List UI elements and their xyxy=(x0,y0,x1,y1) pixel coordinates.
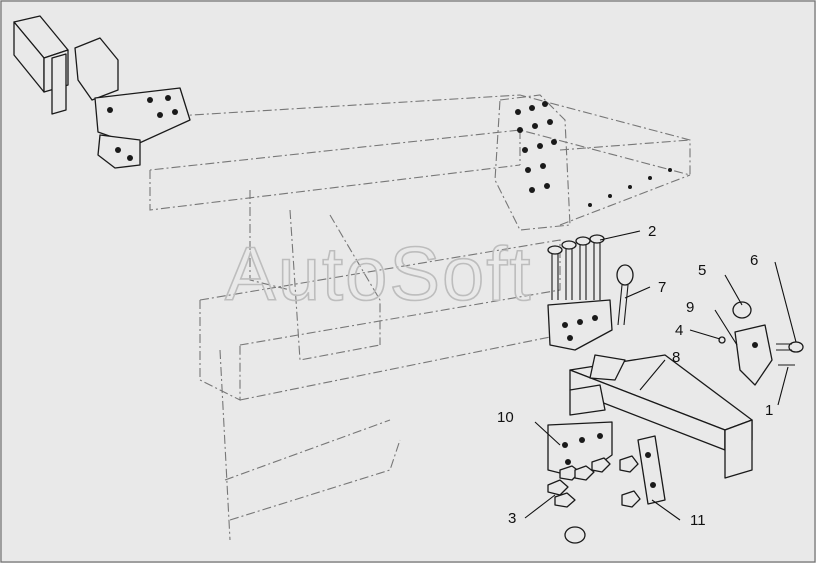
lower-washer xyxy=(564,526,586,544)
upper-mounting-plate xyxy=(547,299,613,351)
clamp-nuts xyxy=(619,455,641,508)
tow-hook-bracket-item-9 xyxy=(734,324,773,386)
watermark: AutoSoft xyxy=(225,232,533,317)
callout-4: 4 xyxy=(675,322,683,339)
callout-11: 11 xyxy=(690,512,706,529)
pin-item-6 xyxy=(776,341,804,353)
lock-pin-item-7 xyxy=(616,264,634,326)
nuts-item-3 xyxy=(547,457,611,508)
upper-left-assembly-view xyxy=(13,15,191,169)
vehicle-chassis-outline xyxy=(109,94,691,541)
callout-2: 2 xyxy=(648,223,656,240)
callout-7: 7 xyxy=(658,279,666,296)
bolts-item-2 xyxy=(547,234,605,300)
clamp-bar-item-11 xyxy=(637,435,666,505)
nut-item-4 xyxy=(718,336,726,344)
callout-3: 3 xyxy=(508,510,516,527)
callout-leaders xyxy=(524,230,797,521)
callout-6: 6 xyxy=(750,252,758,269)
chassis-bracket-holes xyxy=(515,101,672,207)
callout-1: 1 xyxy=(765,402,773,419)
callout-9: 9 xyxy=(686,299,694,316)
callout-5: 5 xyxy=(698,262,706,279)
washer-item-5 xyxy=(732,301,752,319)
towbar-beam-item-8 xyxy=(569,354,753,479)
callout-8: 8 xyxy=(672,349,680,366)
callout-10: 10 xyxy=(497,409,514,426)
